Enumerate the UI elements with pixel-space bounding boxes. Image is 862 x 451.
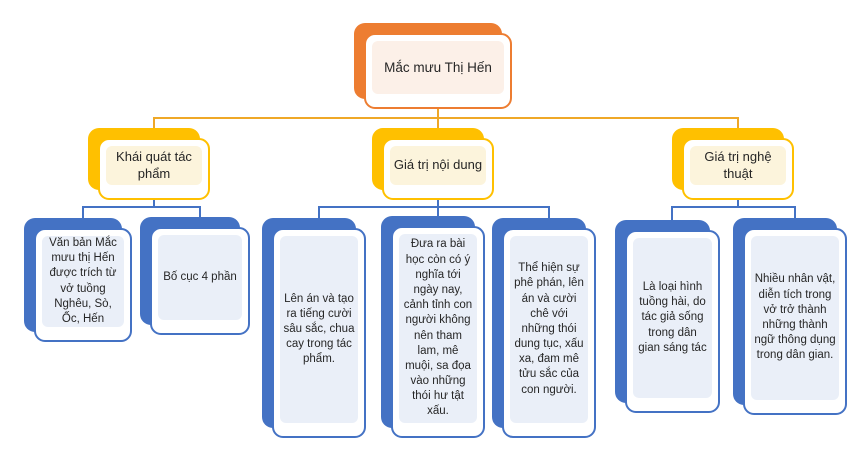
connector-group1-bus [82,206,201,208]
leaf-node-panel: Lên án và tạo ra tiếng cười sâu sắc, chu… [280,236,358,423]
leaf-node-label: Văn bản Mắc mưu thị Hến được trích từ vở… [49,236,117,325]
leaf-node-label: Là loại hình tuồng hài, do tác giả sống … [638,281,707,354]
leaf-node-panel: Thể hiện sự phê phán, lên án và cười chê… [510,236,588,423]
branch-node-label: Khái quát tác phẩm [116,148,192,181]
leaf-node-label: Nhiều nhân vật, diễn tích trong vở trở t… [754,273,836,362]
leaf-node-box: Đưa ra bài học còn có ý nghĩa tới ngày n… [391,226,485,438]
branch-node-panel: Khái quát tác phẩm [106,146,202,185]
connector-group3-drop [737,200,739,208]
branch-node-box: Giá trị nội dung [382,138,494,200]
leaf-node-panel: Bố cục 4 phần [158,235,242,320]
root-node-label: Mắc mưu Thị Hến [384,59,492,75]
leaf-node: Lên án và tạo ra tiếng cười sâu sắc, chu… [262,218,366,438]
leaf-node-label: Thể hiện sự phê phán, lên án và cười chê… [514,262,584,396]
leaf-node-panel: Văn bản Mắc mưu thị Hến được trích từ vở… [42,236,124,327]
leaf-node-panel: Là loại hình tuồng hài, do tác giả sống … [633,238,712,398]
branch-node-panel: Giá trị nghệ thuật [690,146,786,185]
connector-group1-drop [153,200,155,208]
connector-leaf2b-drop [437,206,439,217]
root-node-box: Mắc mưu Thị Hến [364,33,512,109]
leaf-node-box: Lên án và tạo ra tiếng cười sâu sắc, chu… [272,228,366,438]
leaf-node-box: Là loại hình tuồng hài, do tác giả sống … [625,230,720,413]
leaf-node: Bố cục 4 phần [140,217,250,335]
leaf-node-box: Bố cục 4 phần [150,227,250,335]
leaf-node-label: Bố cục 4 phần [163,270,237,283]
connector-group2-drop [437,200,439,208]
leaf-node: Đưa ra bài học còn có ý nghĩa tới ngày n… [381,216,485,438]
connector-leaf1a-drop [82,206,84,219]
leaf-node-label: Lên án và tạo ra tiếng cười sâu sắc, chu… [283,292,355,366]
branch-node-overview: Khái quát tác phẩm [88,128,210,200]
connector-branch-bus [153,117,739,119]
connector-branch2-drop [437,117,439,129]
connector-branch1-drop [153,117,155,129]
leaf-node-panel: Nhiều nhân vật, diễn tích trong vở trở t… [751,236,839,400]
root-node: Mắc mưu Thị Hến [354,23,512,109]
branch-node-label: Giá trị nghệ thuật [704,148,772,181]
connector-group2-bus [318,206,550,208]
leaf-node: Nhiều nhân vật, diễn tích trong vở trở t… [733,218,847,415]
leaf-node: Văn bản Mắc mưu thị Hến được trích từ vở… [24,218,132,342]
connector-leaf1b-drop [199,206,201,218]
leaf-node: Thể hiện sự phê phán, lên án và cười chê… [492,218,596,438]
connector-leaf2a-drop [318,206,320,219]
connector-group3-bus [671,206,796,208]
connector-root-drop [437,109,439,118]
connector-leaf2c-drop [548,206,550,219]
branch-node-box: Khái quát tác phẩm [98,138,210,200]
branch-node-label: Giá trị nội dung [393,157,483,173]
branch-node-box: Giá trị nghệ thuật [682,138,794,200]
root-node-panel: Mắc mưu Thị Hến [372,41,504,94]
leaf-node-box: Văn bản Mắc mưu thị Hến được trích từ vở… [34,228,132,342]
connector-leaf3a-drop [671,206,673,221]
connector-branch3-drop [737,117,739,129]
leaf-node: Là loại hình tuồng hài, do tác giả sống … [615,220,720,413]
branch-node-artistic-value: Giá trị nghệ thuật [672,128,794,200]
branch-node-content-value: Giá trị nội dung [372,128,494,200]
leaf-node-label: Đưa ra bài học còn có ý nghĩa tới ngày n… [403,238,473,418]
leaf-node-box: Thể hiện sự phê phán, lên án và cười chê… [502,228,596,438]
connector-leaf3b-drop [794,206,796,219]
leaf-node-box: Nhiều nhân vật, diễn tích trong vở trở t… [743,228,847,415]
branch-node-panel: Giá trị nội dung [390,146,486,185]
leaf-node-panel: Đưa ra bài học còn có ý nghĩa tới ngày n… [399,234,477,423]
